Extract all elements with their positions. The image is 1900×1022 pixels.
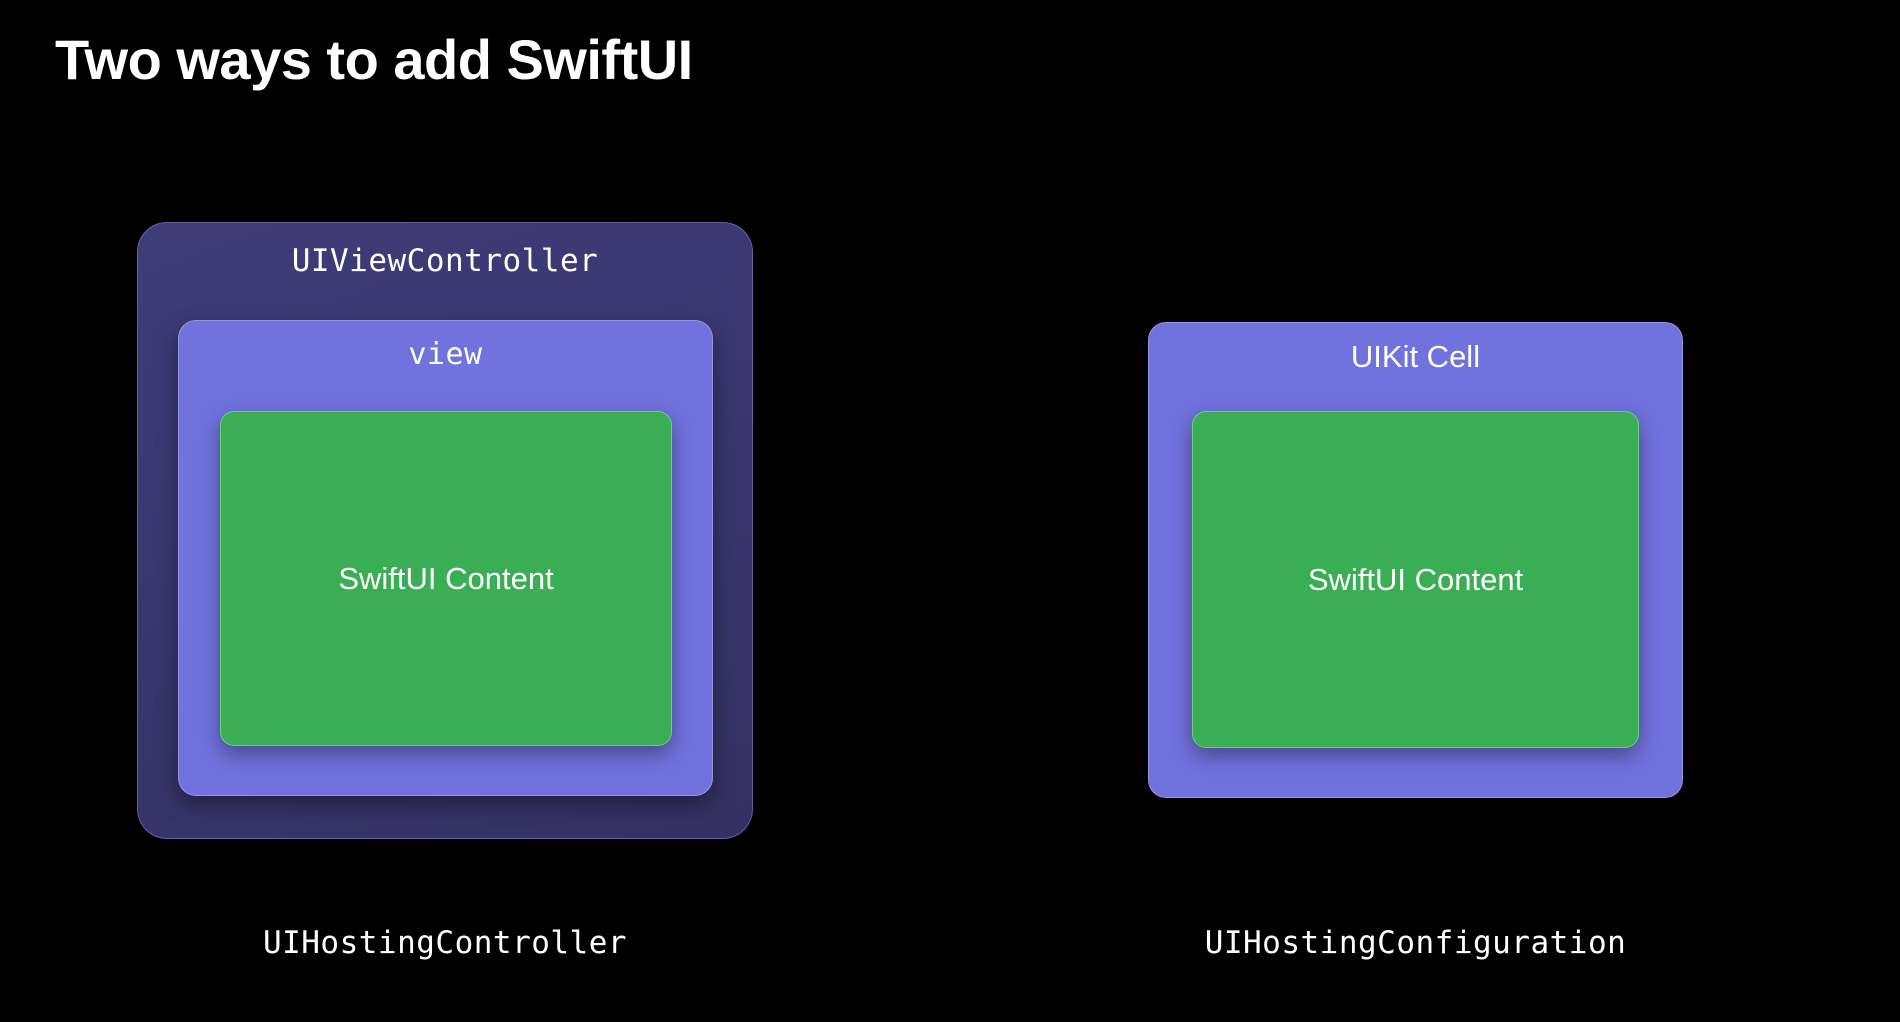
uiviewcontroller-label: UIViewController <box>291 243 599 279</box>
swiftui-content-box-left: SwiftUI Content <box>220 411 672 746</box>
view-label: view <box>408 337 483 372</box>
swiftui-content-label-right: SwiftUI Content <box>1307 561 1524 597</box>
caption-uihostingcontroller: UIHostingController <box>262 925 628 961</box>
swiftui-content-box-right: SwiftUI Content <box>1192 411 1639 748</box>
uikit-cell-label: UIKit Cell <box>1350 339 1481 374</box>
caption-uihostingconfiguration: UIHostingConfiguration <box>1204 925 1627 961</box>
swiftui-content-label-left: SwiftUI Content <box>338 560 554 596</box>
page-title: Two ways to add SwiftUI <box>55 28 693 91</box>
